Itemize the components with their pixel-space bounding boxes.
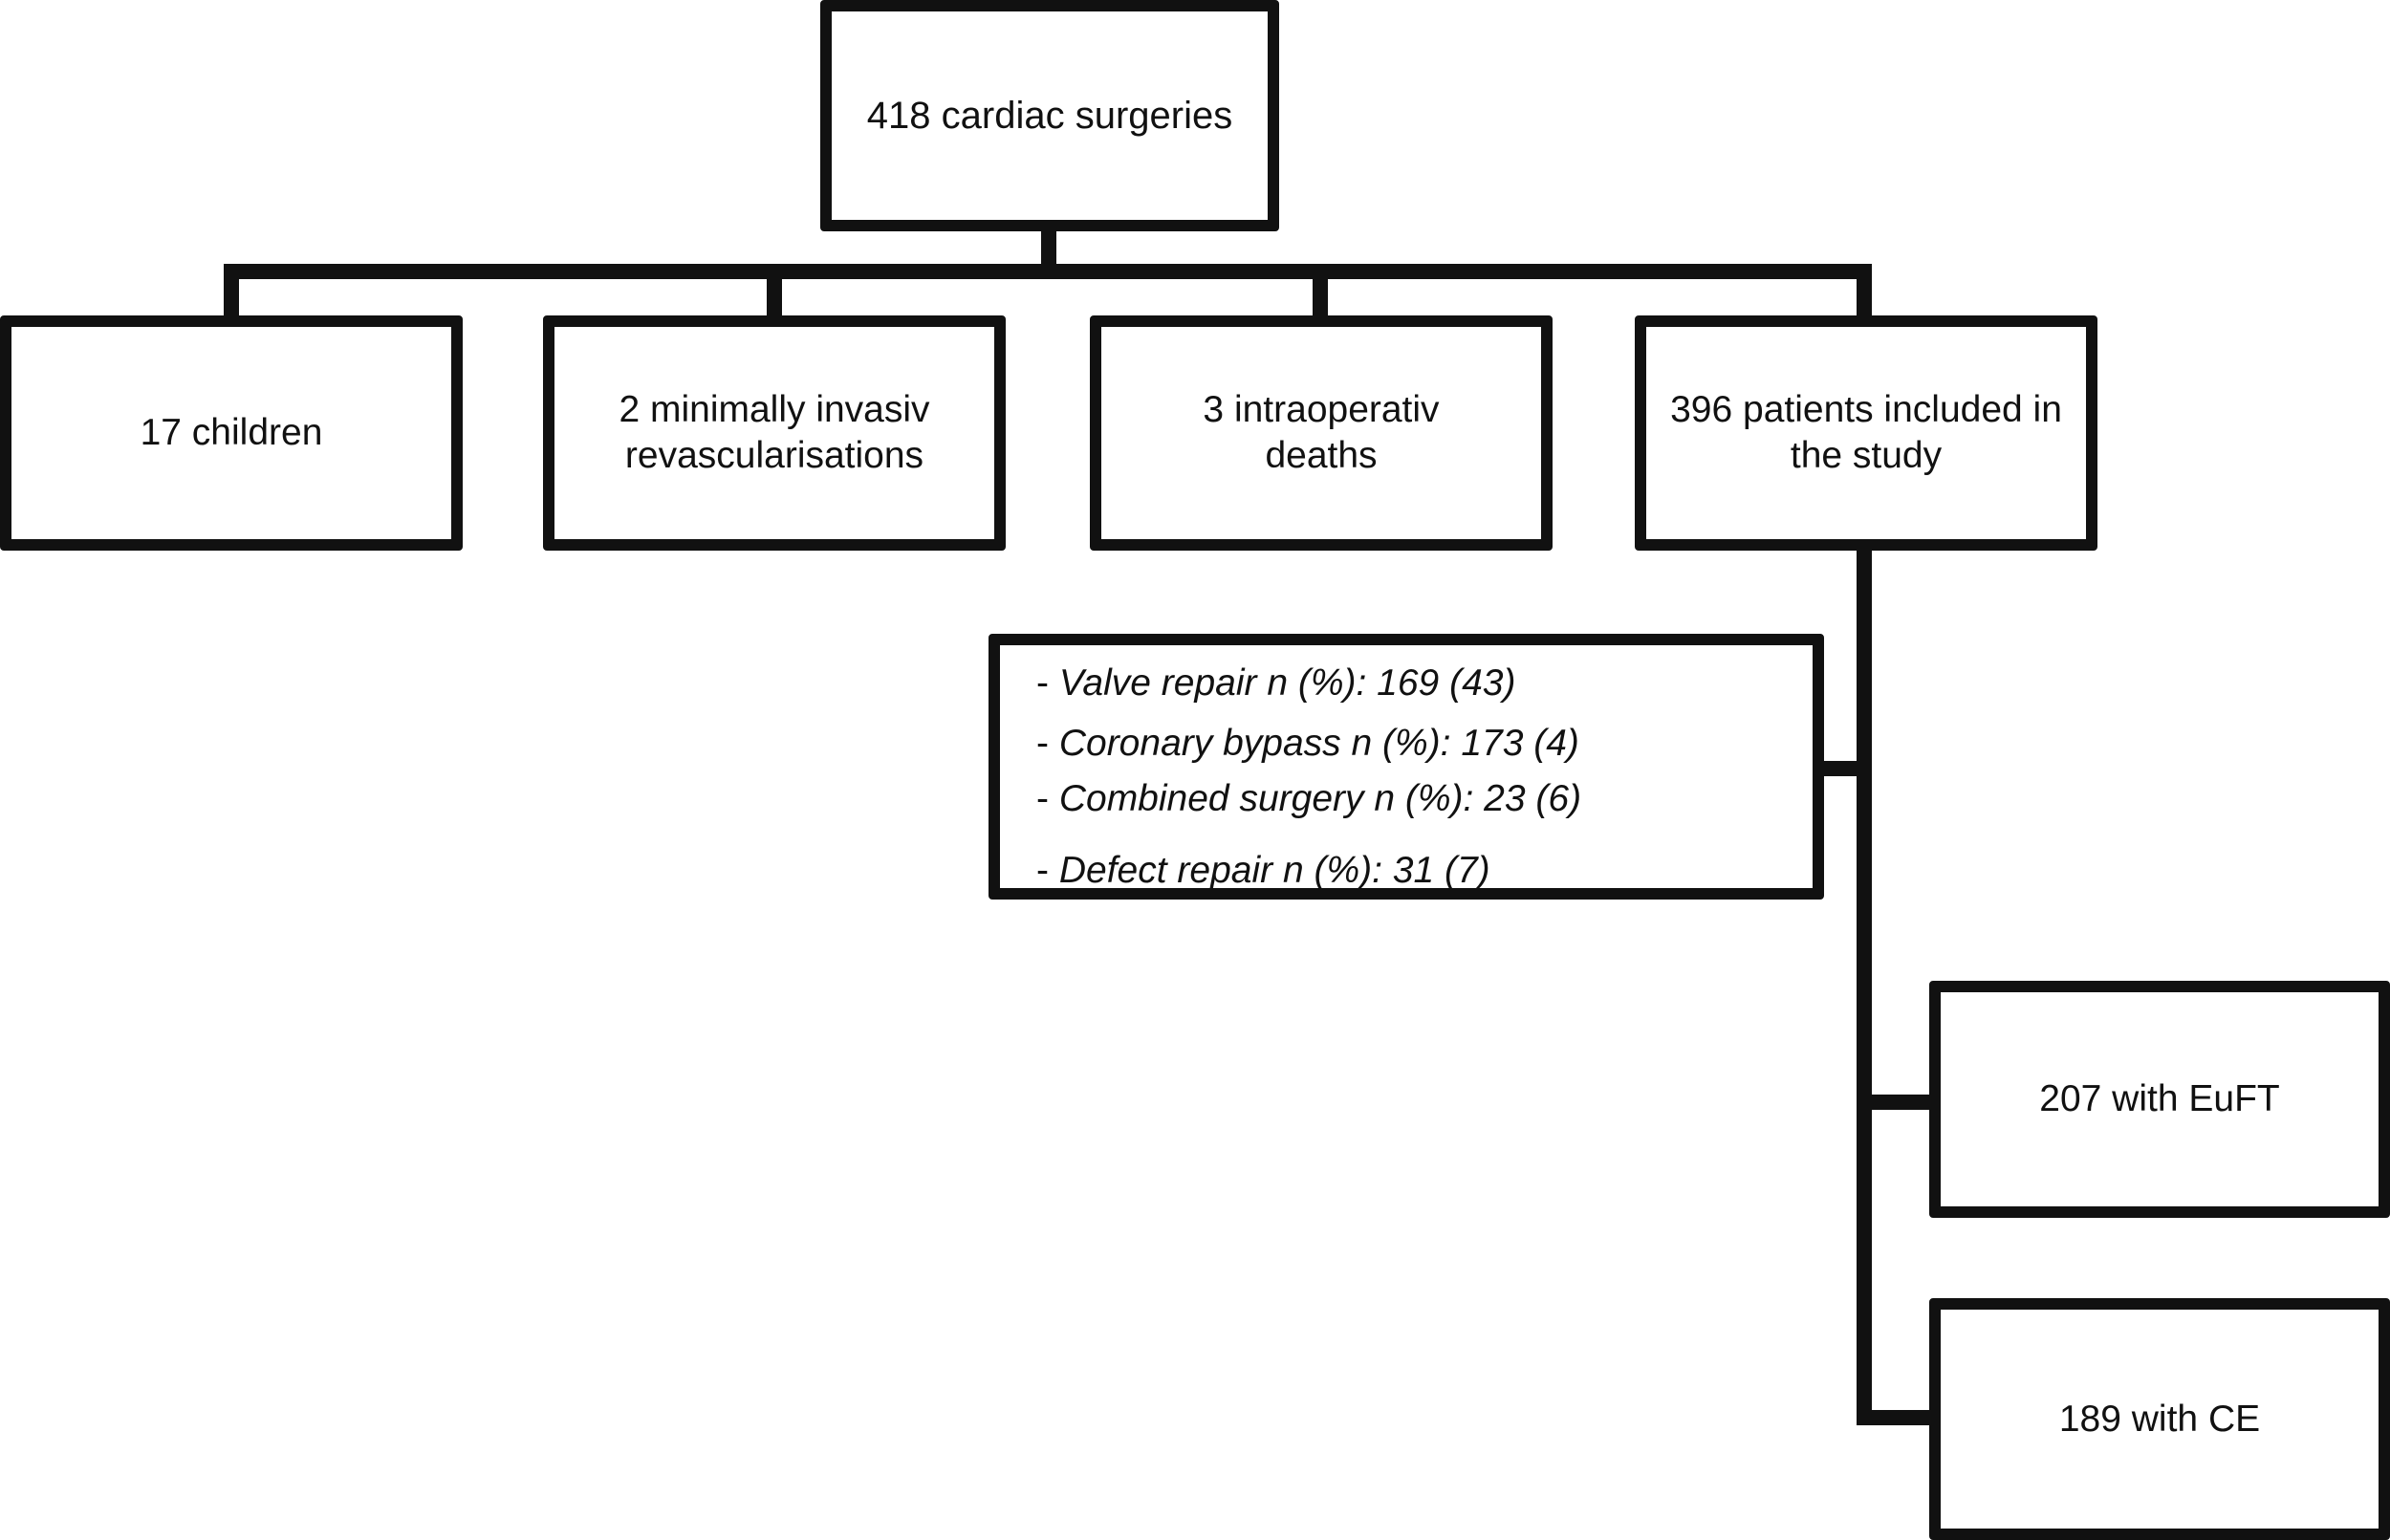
connector-to-intraop-deaths xyxy=(1313,264,1328,323)
connector-to-ce xyxy=(1857,1410,1933,1425)
connector-to-included xyxy=(1857,264,1872,323)
surgery-type-item: - Combined surgery n (%): 23 (6) xyxy=(1036,778,1582,819)
root-label: 418 cardiac surgeries xyxy=(866,95,1233,137)
root-box: 418 cardiac surgeries xyxy=(820,0,1279,231)
group-label: 189 with CE xyxy=(2058,1398,2261,1440)
exclusion-label: 2 minimally invasiv revascularisations xyxy=(619,389,930,476)
connector-to-children xyxy=(224,264,239,323)
surgery-type-breakdown-box: - Valve repair n (%): 169 (43) - Coronar… xyxy=(989,634,1824,900)
group-label: 207 with EuFT xyxy=(2039,1078,2280,1119)
connector-to-minimally-invasive xyxy=(767,264,782,323)
group-box-euft: 207 with EuFT xyxy=(1929,981,2390,1218)
exclusion-label: 17 children xyxy=(140,412,323,453)
connector-to-euft xyxy=(1857,1095,1933,1110)
connector-to-breakdown xyxy=(1816,761,1872,776)
connector-included-trunk xyxy=(1857,545,1872,1425)
surgery-type-item: - Valve repair n (%): 169 (43) xyxy=(1036,662,1516,704)
exclusion-box-intraop-deaths: 3 intraoperativ deaths xyxy=(1090,315,1553,551)
connector-root-down xyxy=(1041,224,1056,271)
connector-horizontal-bar xyxy=(224,264,1872,279)
exclusion-box-minimally-invasive: 2 minimally invasiv revascularisations xyxy=(543,315,1006,551)
included-label: 396 patients included in the study xyxy=(1670,389,2062,476)
surgery-type-item: - Defect repair n (%): 31 (7) xyxy=(1036,850,1490,891)
surgery-type-item: - Coronary bypass n (%): 173 (4) xyxy=(1036,723,1579,764)
exclusion-label: 3 intraoperativ deaths xyxy=(1203,389,1440,476)
included-box: 396 patients included in the study xyxy=(1635,315,2097,551)
group-box-ce: 189 with CE xyxy=(1929,1298,2390,1540)
exclusion-box-children: 17 children xyxy=(0,315,463,551)
